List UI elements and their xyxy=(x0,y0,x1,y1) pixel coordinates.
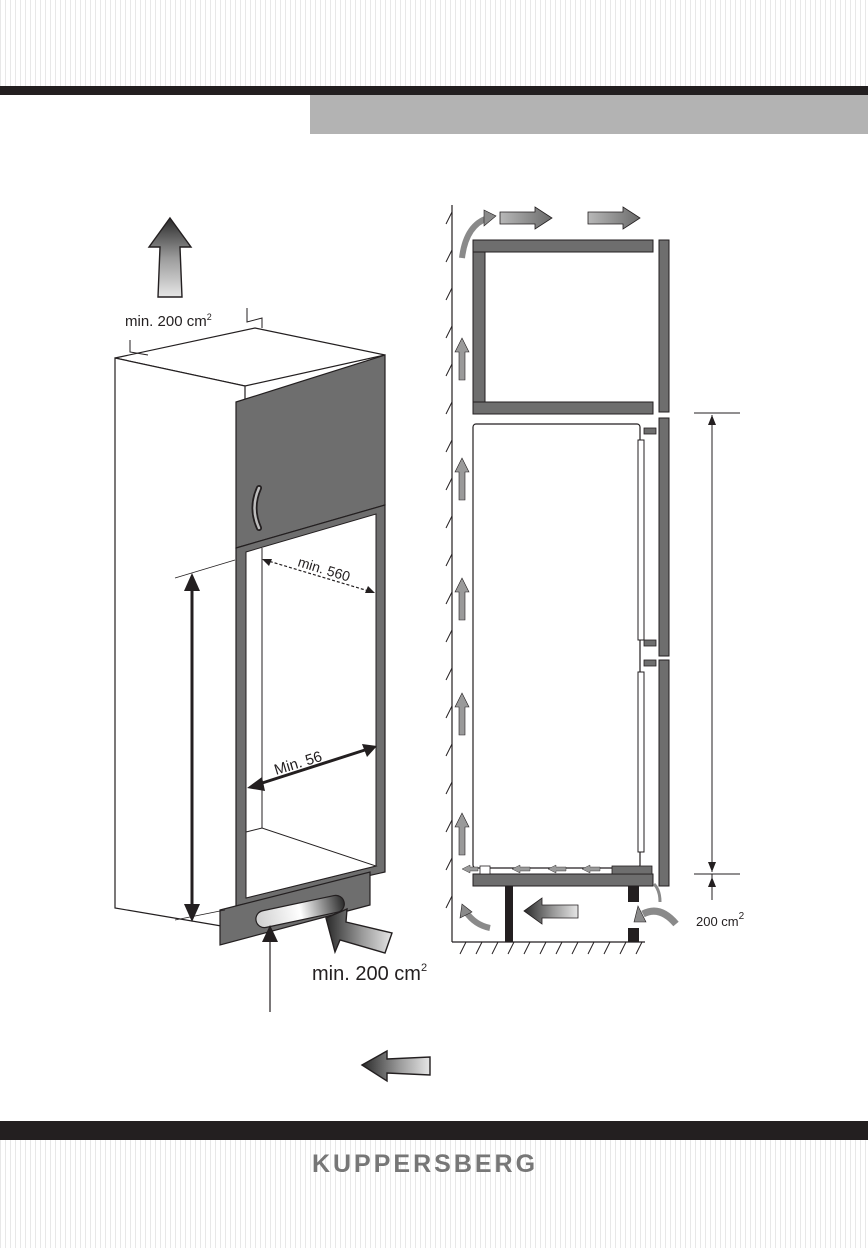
vent-bottom-label: min. 200 cm2 xyxy=(312,962,427,985)
section-right xyxy=(446,205,740,954)
airflow-up-arrow xyxy=(149,218,191,297)
airflow-inlet-arrow xyxy=(326,909,392,953)
cabinet-left xyxy=(115,308,385,945)
vent-top-label: min. 200 cm2 xyxy=(125,312,212,330)
plinth-inlet-arrow xyxy=(262,925,278,1012)
brand-logo: KUPPERSBERG xyxy=(300,1150,550,1179)
vent-right-label: 200 cm2 xyxy=(696,911,745,929)
airflow-legend-arrow xyxy=(362,1051,430,1081)
